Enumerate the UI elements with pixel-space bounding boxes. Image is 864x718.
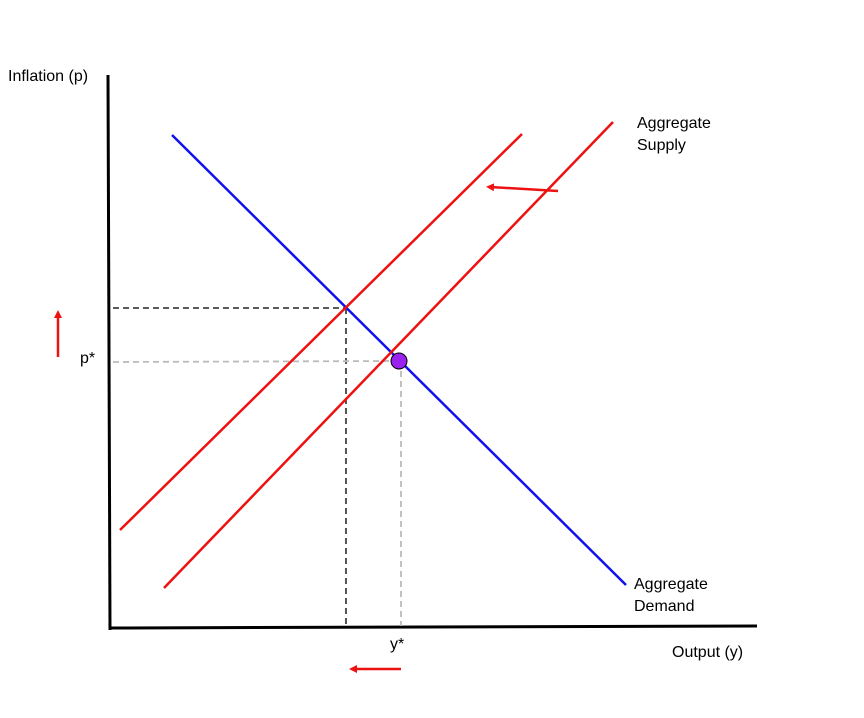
- p-star-guide: [112, 360, 400, 363]
- aggregate-supply-original-line: [163, 121, 614, 589]
- demand-label: Aggregate Demand: [634, 574, 708, 618]
- y-axis: [106, 74, 112, 631]
- supply-label: Aggregate Supply: [637, 113, 711, 157]
- demand-label-line2: Demand: [634, 598, 695, 615]
- y-axis-label: Inflation (p): [8, 68, 89, 85]
- y-star-label: y*: [390, 636, 405, 653]
- aggregate-supply-shifted-line: [119, 133, 523, 531]
- supply-shift-arrow: [486, 183, 559, 193]
- supply-label-line2: Supply: [637, 137, 686, 154]
- equilibrium-point: [390, 352, 408, 370]
- x-axis: [109, 624, 758, 630]
- p-star-label: p*: [80, 350, 96, 367]
- demand-label-line1: Aggregate: [634, 576, 708, 593]
- supply-label-line1: Aggregate: [637, 115, 711, 132]
- x-axis-label: Output (y): [672, 644, 744, 661]
